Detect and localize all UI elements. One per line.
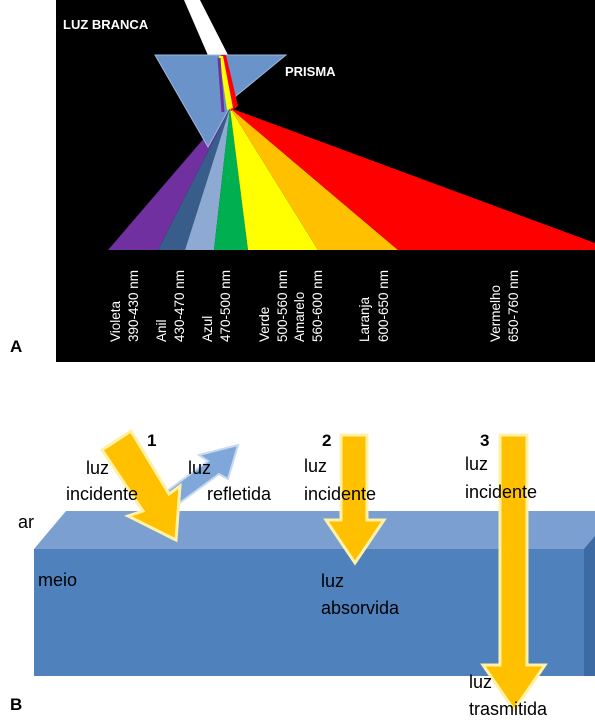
spectrum-label-amarelo-name: Amarelo [292, 292, 307, 342]
medium-right-face [584, 536, 595, 676]
spectrum-label-laranja-name: Laranja [357, 296, 372, 342]
spectrum-label-verde-range: 500-560 nm [275, 270, 290, 342]
spectrum-label-azul-range: 470-500 nm [218, 270, 233, 342]
spectrum-label-anil-name: Anil [154, 319, 169, 342]
incident-label-1-line-1: luz [86, 458, 109, 478]
spectrum-band-indigo [158, 108, 230, 250]
panel-letter-a: A [10, 337, 22, 356]
spectrum-label-vermelho-range: 650-760 nm [506, 270, 521, 342]
medium-top-face [34, 511, 595, 549]
spectrum-label-verde-name: Verde [257, 307, 272, 342]
absorbed-light-arrow [323, 433, 387, 566]
transmitted-label-line-1: luz [469, 672, 492, 692]
spectrum-label-amarelo-range: 560-600 nm [310, 270, 325, 342]
spectrum-label-vermelho-name: Vermelho [488, 285, 503, 342]
transmitted-label-line-2: trasmitida [469, 699, 548, 719]
case-number-3: 3 [480, 431, 489, 450]
spectrum-band-green [214, 108, 248, 250]
incident-label-2-line-2: incidente [304, 484, 376, 504]
white-light-beam [184, 0, 228, 60]
spectrum-label-violeta-range: 390-430 nm [126, 270, 141, 342]
case-number-2: 2 [322, 431, 331, 450]
reflected-label-line-1: luz [188, 458, 211, 478]
spectrum-label-laranja-range: 600-650 nm [376, 270, 391, 342]
panel-letter-b: B [10, 695, 22, 714]
case-number-1: 1 [147, 431, 156, 450]
spectrum-label-anil-range: 430-470 nm [172, 270, 187, 342]
refracted-light-in-prism-violet [217, 57, 225, 113]
absorbed-label-line-2: absorvida [321, 598, 400, 618]
spectrum-band-violet [108, 108, 230, 250]
incident-light-arrow-1 [99, 428, 182, 543]
medium-front-face [34, 549, 595, 676]
prism [154, 54, 288, 149]
spectrum-band-blue [185, 108, 230, 250]
prism-label: PRISMA [285, 64, 336, 79]
air-label: ar [18, 512, 34, 532]
reflected-light-arrow [161, 443, 240, 509]
spectrum-label-violeta-name: Violeta [108, 300, 123, 342]
white-light-label: LUZ BRANCA [63, 17, 149, 32]
incident-label-3-line-1: luz [465, 454, 488, 474]
spectrum-label-azul-name: Azul [200, 316, 215, 342]
transmitted-light-arrow [480, 433, 548, 713]
reflected-label-line-2: refletida [207, 484, 272, 504]
absorbed-label-line-1: luz [321, 571, 344, 591]
incident-label-3-line-2: incidente [465, 482, 537, 502]
incident-label-2-line-1: luz [304, 456, 327, 476]
spectrum-band-red [230, 108, 595, 250]
medium-label: meio [38, 570, 77, 590]
incident-label-1-line-2: incidente [66, 484, 138, 504]
refracted-light-in-prism-yellow [219, 56, 233, 110]
